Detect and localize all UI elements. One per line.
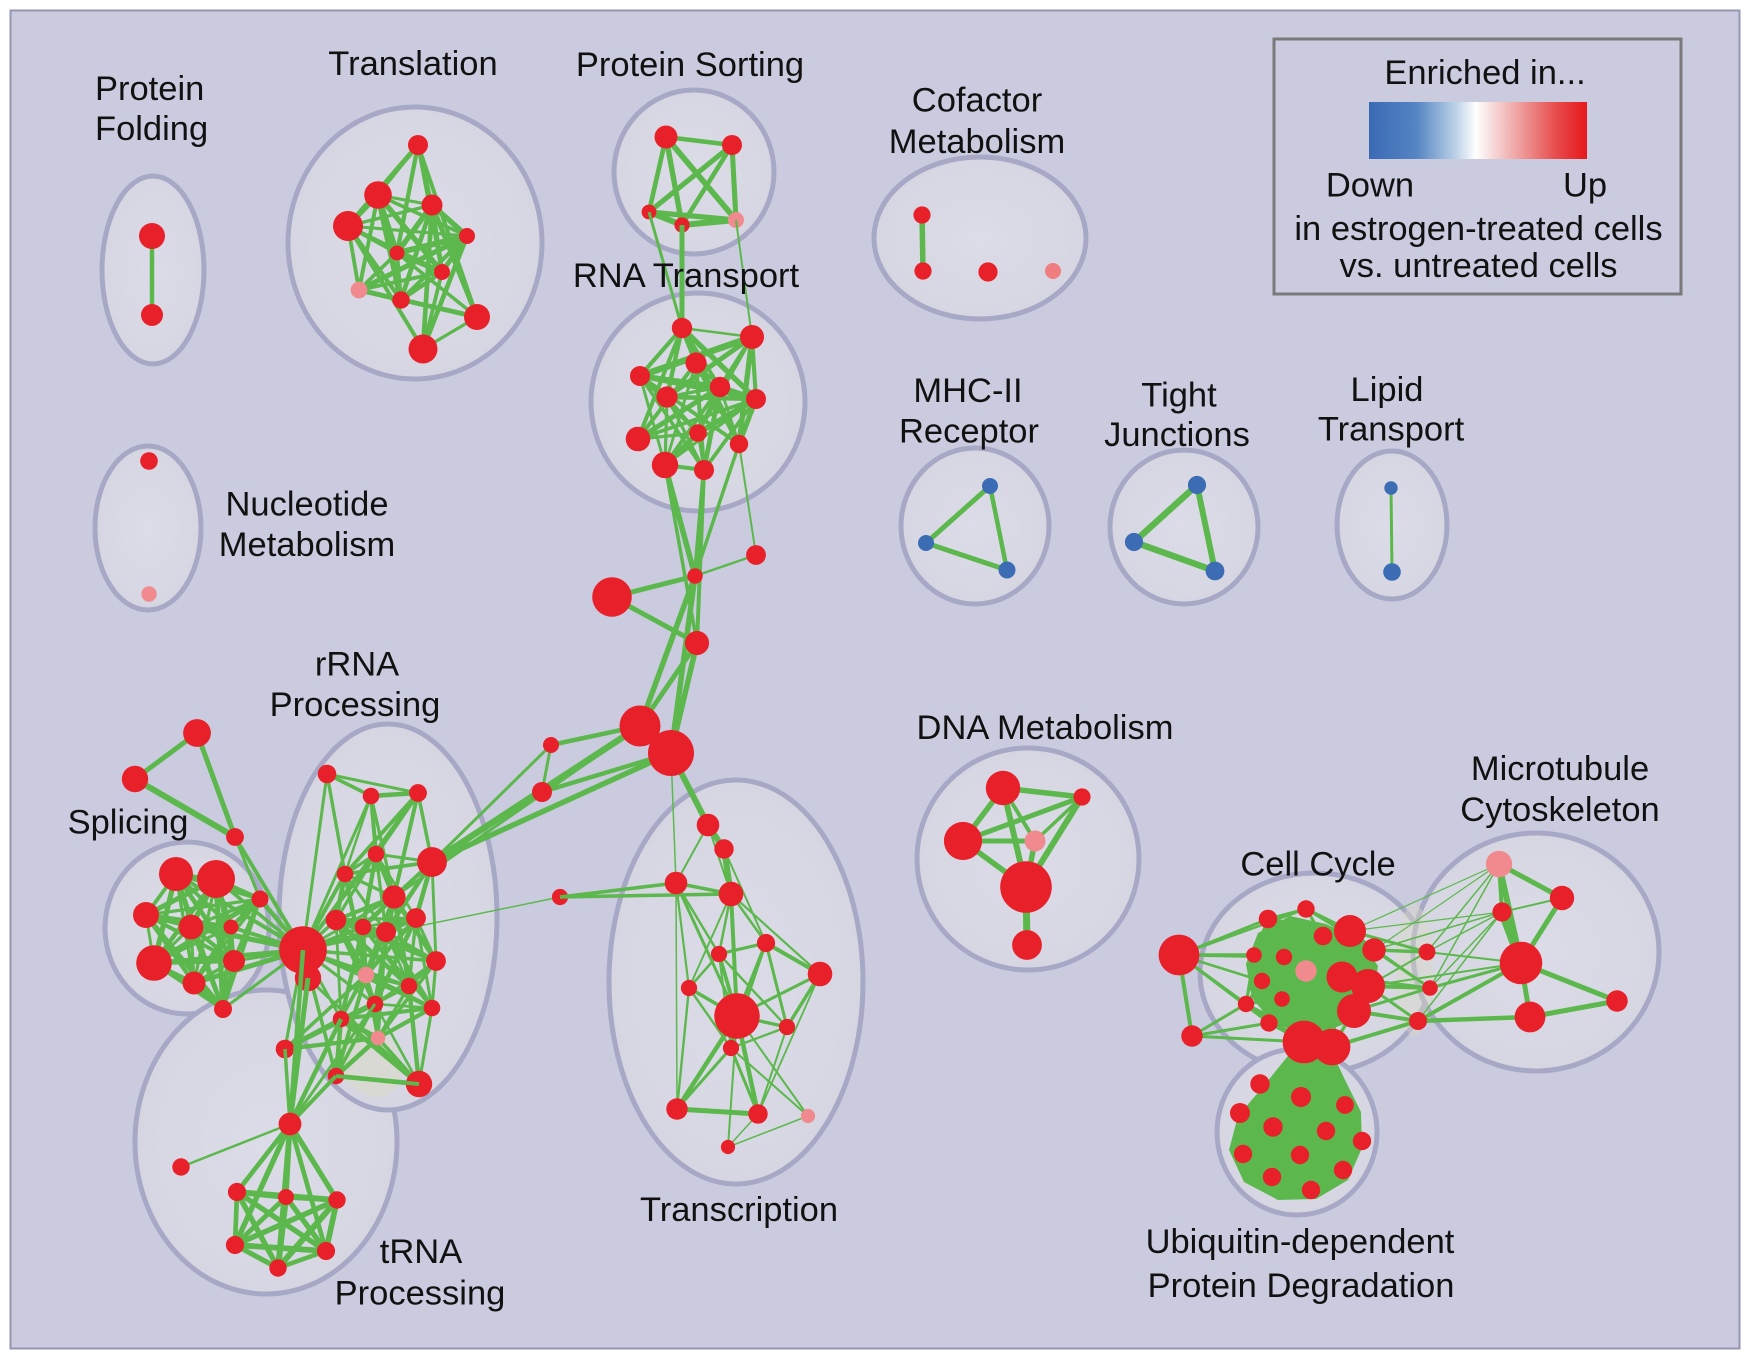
svg-text:Tight: Tight <box>1141 377 1217 415</box>
svg-text:Protein Sorting: Protein Sorting <box>576 46 804 84</box>
svg-text:Protein Degradation: Protein Degradation <box>1148 1267 1455 1305</box>
svg-text:Enriched in...: Enriched in... <box>1384 54 1585 92</box>
svg-text:in estrogen-treated cells: in estrogen-treated cells <box>1294 210 1662 248</box>
svg-text:RNA Transport: RNA Transport <box>573 257 800 295</box>
svg-text:Transport: Transport <box>1318 411 1465 449</box>
svg-text:Microtubule: Microtubule <box>1471 750 1649 788</box>
svg-text:Cofactor: Cofactor <box>912 82 1042 120</box>
svg-text:Folding: Folding <box>95 110 208 148</box>
svg-text:Metabolism: Metabolism <box>219 526 395 564</box>
svg-text:Receptor: Receptor <box>899 413 1039 451</box>
svg-text:Cytoskeleton: Cytoskeleton <box>1460 791 1659 829</box>
svg-text:MHC-II: MHC-II <box>913 372 1022 410</box>
svg-text:Ubiquitin-dependent: Ubiquitin-dependent <box>1146 1223 1455 1261</box>
svg-text:vs. untreated cells: vs. untreated cells <box>1339 247 1617 285</box>
svg-text:Nucleotide: Nucleotide <box>225 486 388 524</box>
svg-text:Processing: Processing <box>270 686 441 724</box>
svg-text:DNA Metabolism: DNA Metabolism <box>917 709 1174 747</box>
svg-text:Splicing: Splicing <box>68 804 189 842</box>
svg-text:Junctions: Junctions <box>1104 416 1250 454</box>
svg-text:tRNA: tRNA <box>380 1233 462 1271</box>
svg-text:Up: Up <box>1563 167 1607 205</box>
svg-text:Lipid: Lipid <box>1351 371 1424 409</box>
svg-text:Processing: Processing <box>335 1275 506 1313</box>
svg-text:Transcription: Transcription <box>640 1191 838 1229</box>
svg-text:rRNA: rRNA <box>315 646 399 684</box>
svg-text:Protein: Protein <box>95 70 204 108</box>
svg-text:Cell Cycle: Cell Cycle <box>1240 846 1395 884</box>
svg-text:Metabolism: Metabolism <box>889 123 1065 161</box>
svg-text:Down: Down <box>1326 167 1414 205</box>
svg-text:Translation: Translation <box>328 45 497 83</box>
